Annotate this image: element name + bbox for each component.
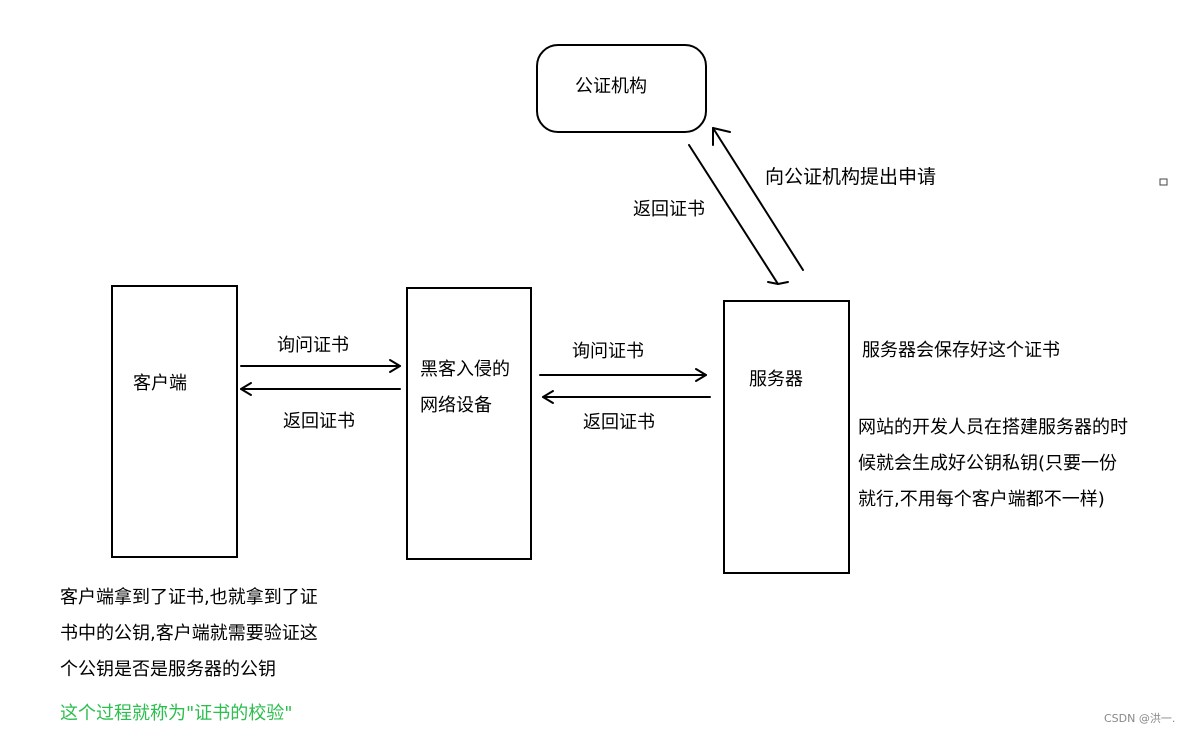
attacker-box [406,287,532,560]
note-server-keys: 网站的开发人员在搭建服务器的时 候就会生成好公钥私钥(只要一份 就行,不用每个客… [858,410,1188,518]
arrowhead-attacker-to-server [695,368,707,382]
note-client: 客户端拿到了证书,也就拿到了证 书中的公钥,客户端就需要验证这 个公钥是否是服务… [60,580,400,688]
server-label: 服务器 [749,369,803,390]
note-conclusion: 这个过程就称为"证书的校验" [60,703,293,724]
server-box [723,300,850,574]
edge-label-attacker-to-client: 返回证书 [283,411,355,432]
edge-label-ca-to-server: 返回证书 [633,199,705,220]
note-server-keys-line1: 网站的开发人员在搭建服务器的时 [858,417,1128,438]
arrow-server-to-ca [712,127,804,271]
note-client-line2: 书中的公钥,客户端就需要验证这 [60,623,318,644]
arrowhead-ca-to-server [767,281,789,285]
attacker-label-line1: 黑客入侵的 [420,359,510,380]
arrow-ca-to-server [688,144,779,285]
edge-label-server-to-attacker: 返回证书 [583,412,655,433]
stray-mark [1159,178,1168,186]
note-server-keys-line3: 就行,不用每个客户端都不一样) [858,489,1105,510]
ca-box [536,44,707,133]
client-box [111,285,238,558]
note-server-cert: 服务器会保存好这个证书 [862,340,1060,361]
arrowhead-server-to-ca [712,127,731,146]
note-client-line3: 个公钥是否是服务器的公钥 [60,659,276,680]
ca-label: 公证机构 [575,76,647,97]
arrowhead-attacker-to-client [240,382,252,396]
edge-label-attacker-to-server: 询问证书 [572,341,644,362]
attacker-label-line2: 网络设备 [420,395,492,416]
client-label: 客户端 [133,373,187,394]
note-server-keys-line2: 候就会生成好公钥私钥(只要一份 [858,453,1118,474]
watermark: CSDN @洪一. [1104,712,1176,725]
edge-label-client-to-attacker: 询问证书 [277,335,349,356]
arrowhead-server-to-attacker [542,390,554,404]
note-client-line1: 客户端拿到了证书,也就拿到了证 [60,587,318,608]
arrowhead-client-to-attacker [389,359,401,373]
edge-label-server-to-ca: 向公证机构提出申请 [765,166,937,188]
